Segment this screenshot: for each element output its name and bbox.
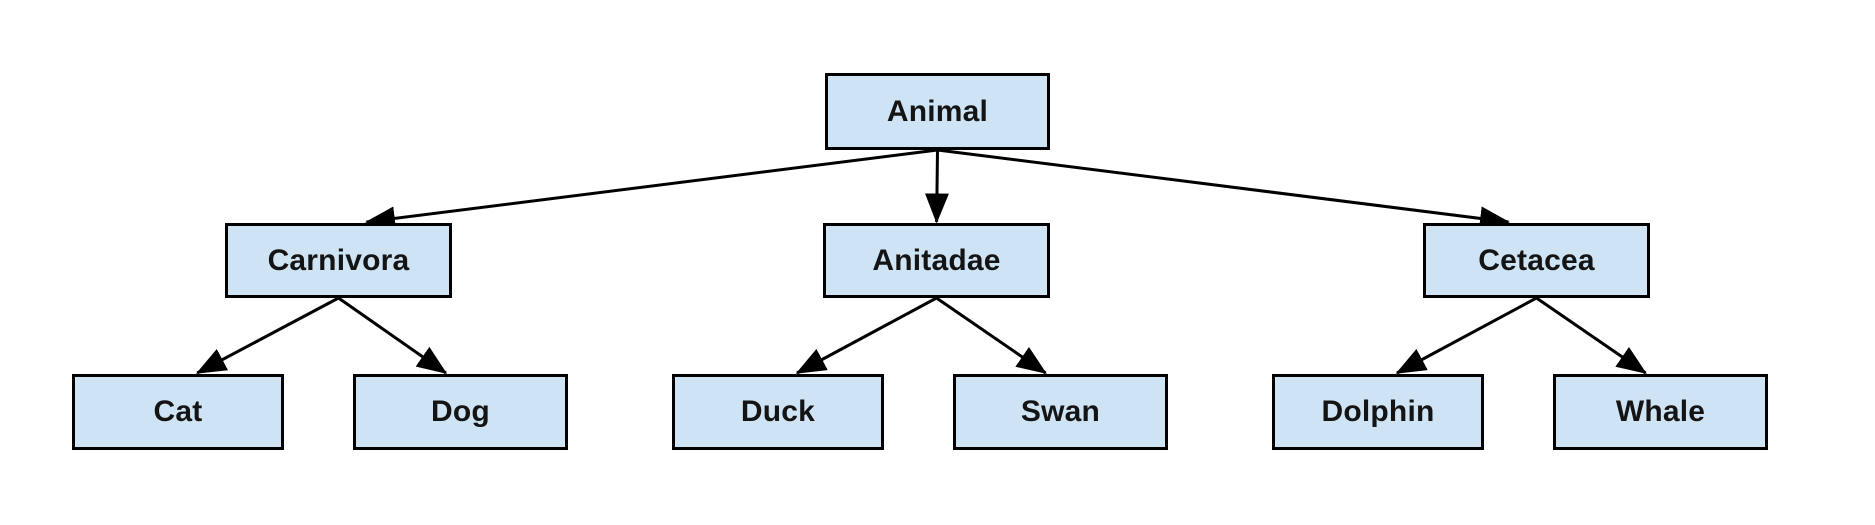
node-label-swan: Swan xyxy=(1020,395,1101,428)
node-dog: Dog xyxy=(353,374,568,450)
node-label-dog: Dog xyxy=(431,395,490,428)
node-label-whale: Whale xyxy=(1615,395,1706,428)
edge-carnivora-dog xyxy=(337,296,448,375)
edge-animal-anitadae xyxy=(924,149,949,224)
edge-cetacea-whale xyxy=(1535,296,1647,375)
node-label-cetacea: Cetacea xyxy=(1478,243,1595,277)
node-label-cat: Cat xyxy=(153,395,203,428)
node-swan: Swan xyxy=(953,374,1168,450)
node-cetacea: Cetacea xyxy=(1423,223,1650,298)
node-cat: Cat xyxy=(72,374,284,450)
edge-cetacea-dolphin xyxy=(1395,296,1538,375)
edge-animal-cetacea xyxy=(937,148,1510,231)
node-animal: Animal xyxy=(825,73,1050,150)
node-label-carnivora: Carnivora xyxy=(267,243,410,277)
node-label-animal: Animal xyxy=(886,94,989,128)
node-dolphin: Dolphin xyxy=(1272,374,1484,450)
node-label-duck: Duck xyxy=(740,395,816,428)
edge-anitadae-swan xyxy=(935,296,1047,375)
edge-anitadae-duck xyxy=(795,296,938,375)
node-anitadae: Anitadae xyxy=(823,223,1050,298)
node-carnivora: Carnivora xyxy=(225,223,452,298)
node-label-anitadae: Anitadae xyxy=(872,243,1001,277)
node-label-dolphin: Dolphin xyxy=(1321,395,1435,428)
edge-animal-carnivora xyxy=(365,148,938,231)
edge-carnivora-cat xyxy=(195,296,340,375)
node-duck: Duck xyxy=(672,374,884,450)
node-whale: Whale xyxy=(1553,374,1768,450)
